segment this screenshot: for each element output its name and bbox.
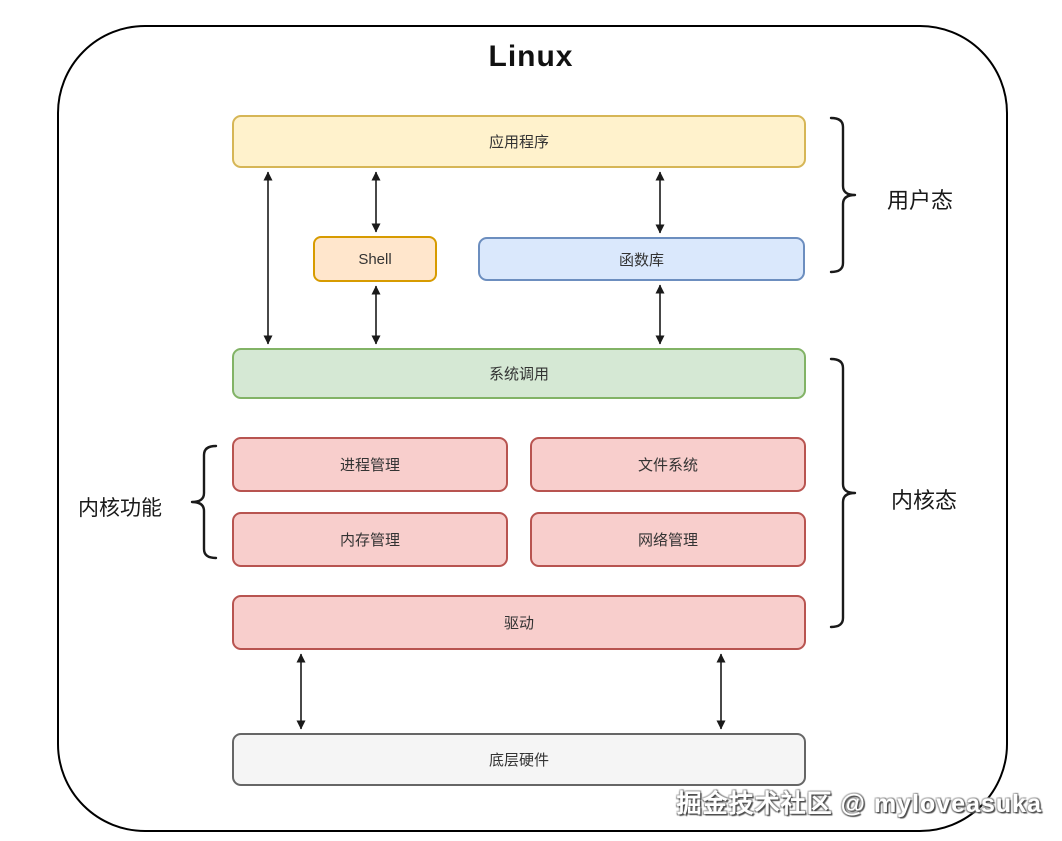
box-shell-label: Shell xyxy=(358,250,392,268)
box-syscall-label: 系统调用 xyxy=(488,366,549,383)
kernel-functions-label: 内核功能 xyxy=(78,497,162,520)
user-mode-label: 用户态 xyxy=(887,188,954,213)
system-boundary xyxy=(57,25,1008,832)
box-file-system-label: 文件系统 xyxy=(637,457,698,474)
box-hardware-label: 底层硬件 xyxy=(488,752,549,769)
box-process-management: 进程管理 xyxy=(232,437,508,492)
watermark-text: 掘金技术社区 @ myloveasuka xyxy=(676,790,1042,818)
box-memory-management-label: 内存管理 xyxy=(339,532,400,549)
box-process-management-label: 进程管理 xyxy=(339,457,400,474)
box-library: 函数库 xyxy=(478,237,805,281)
box-file-system: 文件系统 xyxy=(530,437,806,492)
kernel-mode-label: 内核态 xyxy=(891,488,958,513)
box-driver: 驱动 xyxy=(232,595,806,650)
box-syscall: 系统调用 xyxy=(232,348,806,399)
box-network-management-label: 网络管理 xyxy=(637,532,698,549)
box-shell: Shell xyxy=(313,236,437,282)
box-hardware: 底层硬件 xyxy=(232,733,806,786)
box-application: 应用程序 xyxy=(232,115,806,168)
box-memory-management: 内存管理 xyxy=(232,512,508,567)
box-application-label: 应用程序 xyxy=(488,134,549,151)
box-network-management: 网络管理 xyxy=(530,512,806,567)
box-library-label: 函数库 xyxy=(618,251,664,269)
diagram-title: Linux xyxy=(488,40,574,73)
box-driver-label: 驱动 xyxy=(503,615,534,632)
